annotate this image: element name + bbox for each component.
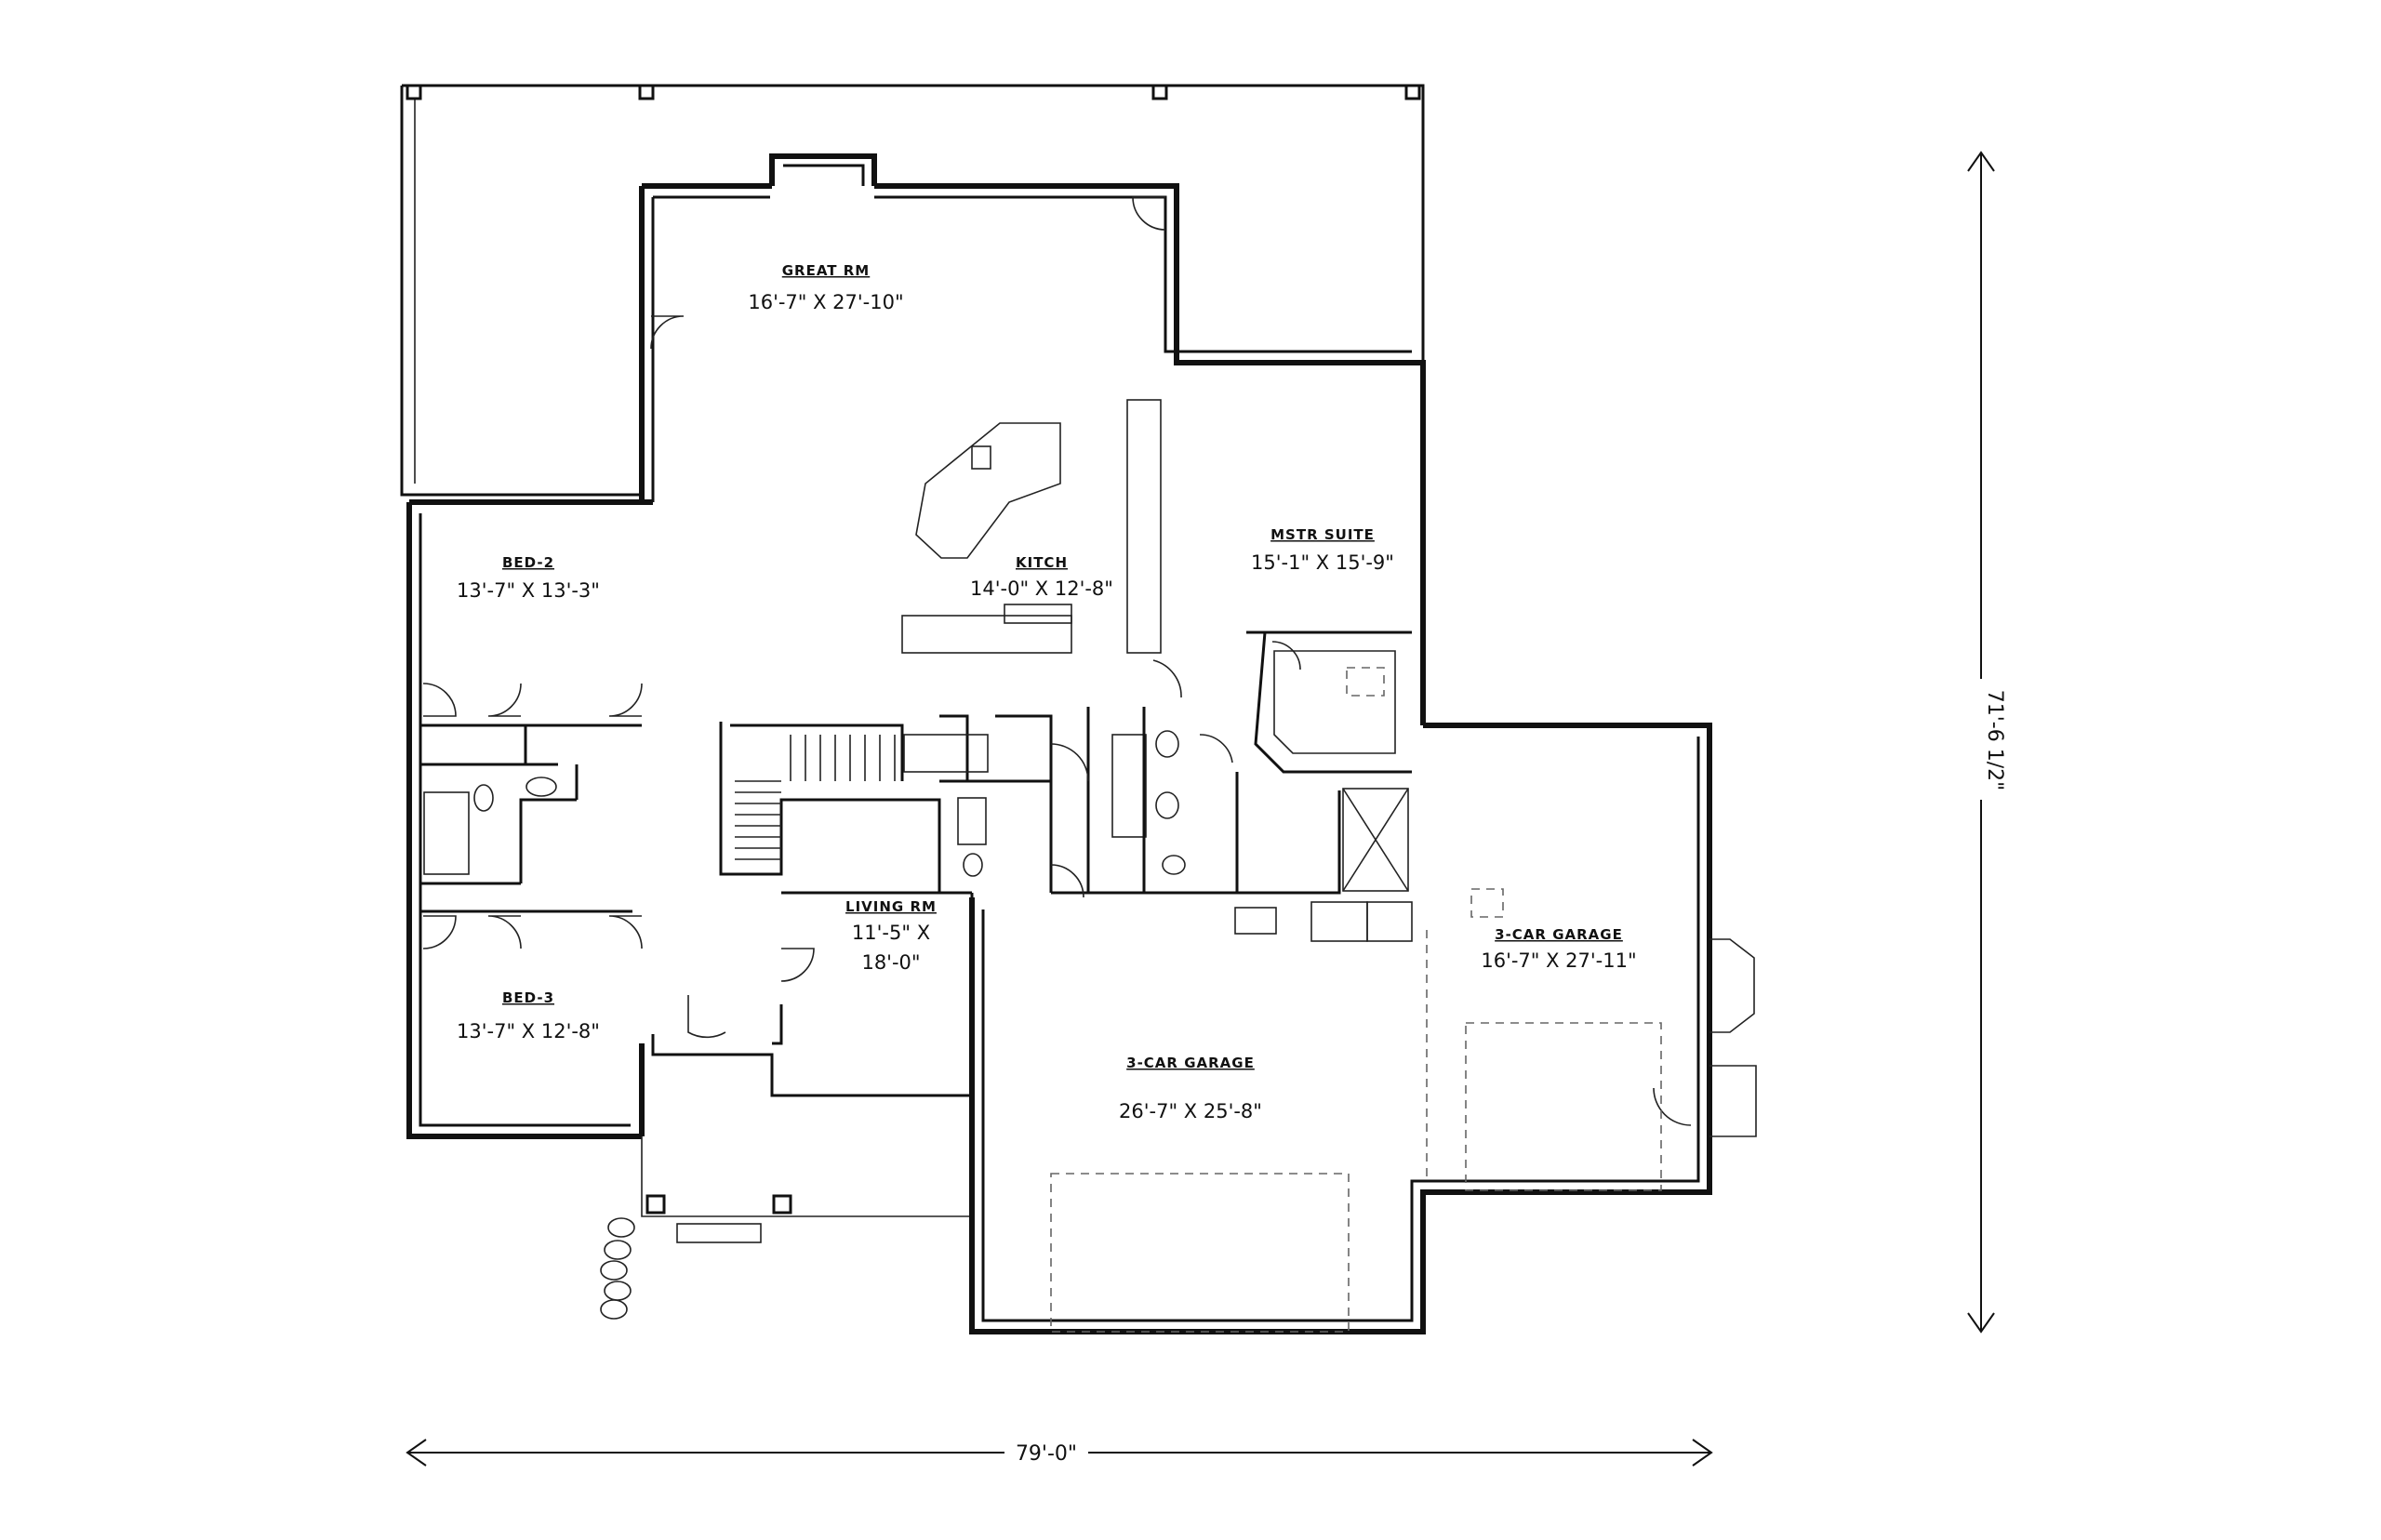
room-label-great-rm: GREAT RM 16'-7" X 27'-10" xyxy=(748,262,903,313)
garage-main-dims: 26'-7" X 25'-8" xyxy=(1119,1100,1262,1122)
overall-width-text: 79'-0" xyxy=(1016,1442,1077,1466)
room-label-garage-main: 3-CAR GARAGE 26'-7" X 25'-8" xyxy=(1119,1055,1262,1122)
room-label-bed-3: BED-3 13'-7" X 12'-8" xyxy=(457,989,600,1042)
bed-3-dims: 13'-7" X 12'-8" xyxy=(457,1020,600,1042)
kitch-dims: 14'-0" X 12'-8" xyxy=(970,578,1113,600)
bed-3-name: BED-3 xyxy=(502,989,554,1006)
overall-depth-dimension: 71'-6 1/2" xyxy=(1967,151,2006,1334)
garage-main-name: 3-CAR GARAGE xyxy=(1126,1055,1255,1071)
bed-2-dims: 13'-7" X 13'-3" xyxy=(457,579,600,602)
great-rm-name: GREAT RM xyxy=(782,262,870,279)
room-label-mstr-suite: MSTR SUITE 15'-1" X 15'-9" xyxy=(1251,526,1394,574)
mstr-suite-dims: 15'-1" X 15'-9" xyxy=(1251,551,1394,574)
rear-patio xyxy=(400,84,1425,497)
room-label-living-rm: LIVING RM 11'-5" X 18'-0" xyxy=(845,898,937,974)
room-label-bed-2: BED-2 13'-7" X 13'-3" xyxy=(457,554,600,602)
interior-walls xyxy=(420,399,1412,1095)
living-rm-name: LIVING RM xyxy=(845,898,937,915)
kitch-name: KITCH xyxy=(1016,554,1068,571)
stair-treads xyxy=(735,735,896,860)
room-label-garage-side: 3-CAR GARAGE 16'-7" X 27'-11" xyxy=(1481,926,1636,972)
mstr-suite-name: MSTR SUITE xyxy=(1270,526,1375,543)
stepping-stones xyxy=(600,1217,635,1320)
overall-depth-text: 71'-6 1/2" xyxy=(1983,690,2006,791)
garage-doors xyxy=(1050,888,1662,1333)
room-label-kitch: KITCH 14'-0" X 12'-8" xyxy=(970,554,1113,600)
great-rm-dims: 16'-7" X 27'-10" xyxy=(748,291,903,313)
exterior-walls xyxy=(406,153,1757,1334)
overall-width-dimension: 79'-0" xyxy=(406,1439,1713,1467)
bed-2-name: BED-2 xyxy=(502,554,554,571)
garage-side-name: 3-CAR GARAGE xyxy=(1495,926,1623,943)
living-rm-dims-line2: 18'-0" xyxy=(861,951,920,974)
living-rm-dims-line1: 11'-5" X xyxy=(852,922,930,944)
door-swings xyxy=(422,196,1692,1126)
garage-side-dims: 16'-7" X 27'-11" xyxy=(1481,949,1636,972)
